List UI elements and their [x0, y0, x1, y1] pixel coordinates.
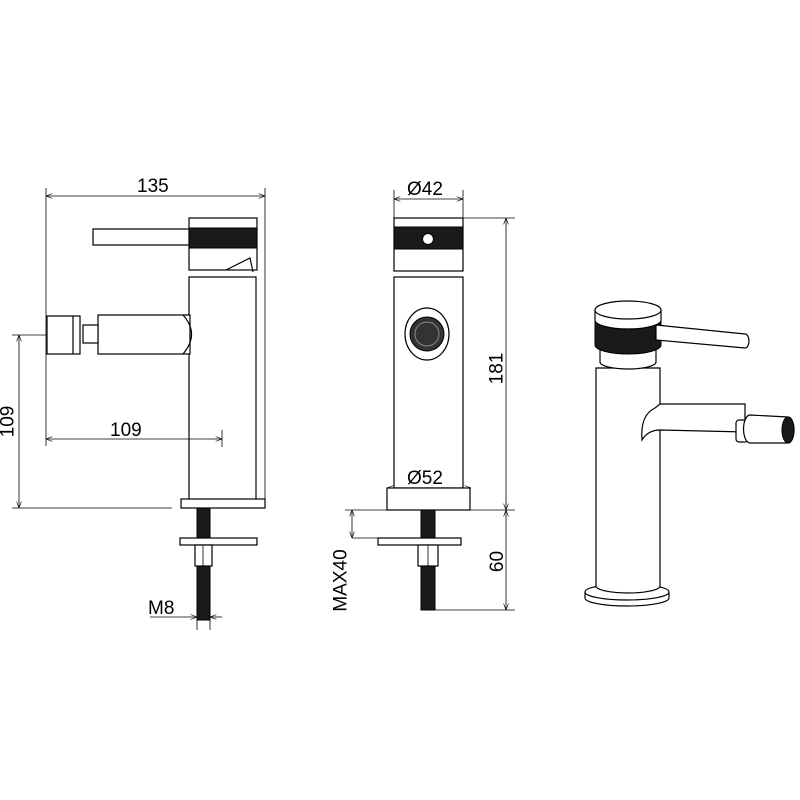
- side-view: [12, 188, 266, 630]
- cap-bevel: [225, 257, 254, 273]
- base-plate: [386, 487, 471, 511]
- knurled-band: [188, 227, 258, 249]
- spout: [97, 314, 191, 355]
- body: [188, 276, 257, 504]
- nozzle-head: [46, 315, 81, 355]
- spout: [641, 403, 746, 442]
- lever: [92, 228, 190, 246]
- aerator-housing: [404, 307, 450, 361]
- front-view: [345, 190, 515, 611]
- base-plate: [180, 498, 266, 509]
- aerator-inner: [414, 321, 440, 347]
- cap-top: [594, 300, 662, 320]
- lever: [655, 324, 750, 349]
- dim-label-thread: M8: [148, 598, 175, 619]
- dim-label-base-diameter: Ø52: [407, 468, 443, 489]
- dim-label-height: 181: [486, 352, 508, 385]
- spout-junction: [182, 314, 193, 355]
- dim-label-max-deck: MAX40: [330, 549, 352, 612]
- washer-plate: [377, 537, 462, 546]
- dim-label-spout-height: 109: [0, 405, 19, 438]
- dim-label-stud-length: 60: [487, 550, 509, 573]
- dim-label-spout-reach: 109: [110, 420, 142, 441]
- body: [595, 367, 661, 594]
- washer-plate: [179, 537, 258, 546]
- nut: [194, 544, 213, 567]
- dim-label-width: 135: [137, 176, 169, 197]
- nozzle-outlet: [781, 416, 795, 444]
- lever-hole: [422, 233, 434, 245]
- perspective-view: [584, 300, 795, 607]
- dim-label-cap-diameter: Ø42: [407, 179, 443, 200]
- spout-connector: [82, 324, 99, 344]
